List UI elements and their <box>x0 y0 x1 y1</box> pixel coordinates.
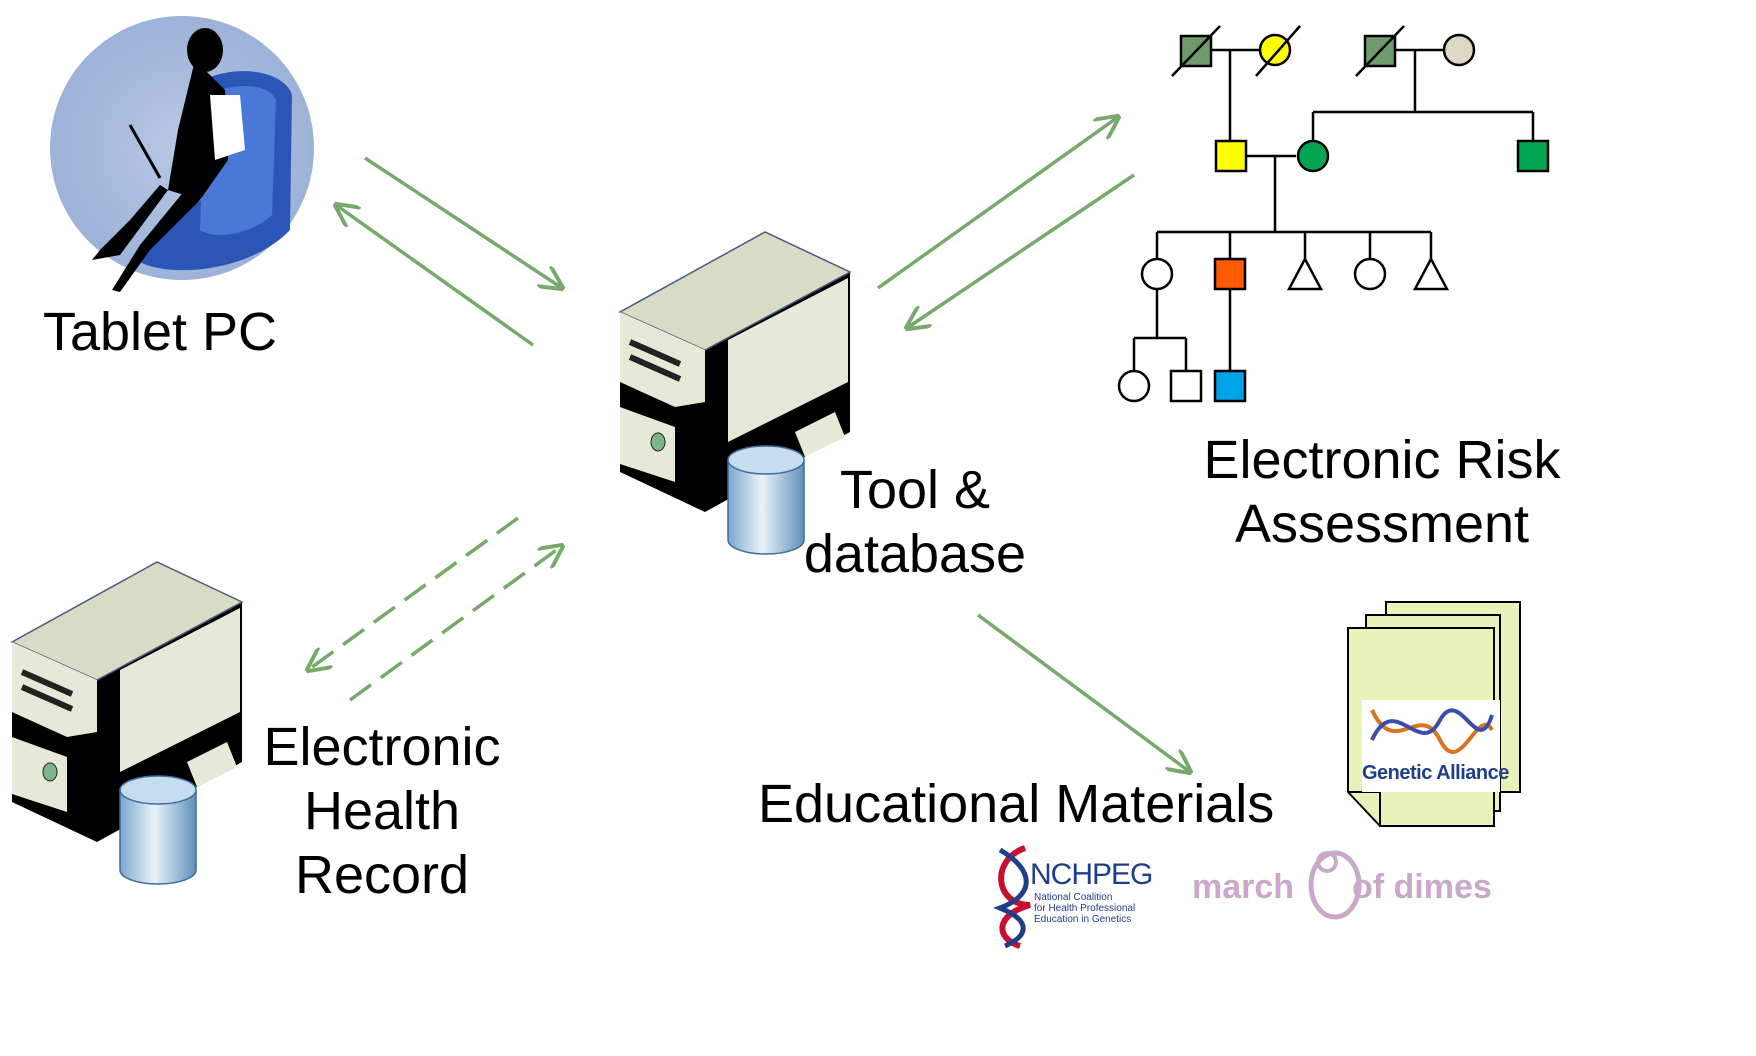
pedigree-chart <box>1117 25 1550 403</box>
ehr-label-line1: Electronic <box>263 717 501 777</box>
ehr-label-line2: Health <box>303 781 461 841</box>
era-label-line1: Electronic Risk <box>1203 430 1561 490</box>
tablet-pc-label: Tablet PC <box>42 302 278 362</box>
nchpeg-sub-line1: National Coalition <box>1034 892 1113 903</box>
arrow-tool-to-ehr <box>308 516 520 670</box>
genetic-alliance-logo-text: Genetic Alliance <box>1362 762 1509 784</box>
nchpeg-logo-subtitle: National Coalition for Health Profession… <box>1034 892 1135 925</box>
arrow-tool-to-education <box>976 613 1190 772</box>
arrow-risk-to-tool <box>907 173 1135 328</box>
nchpeg-logo-title: NCHPEG <box>1030 858 1153 891</box>
march-of-dimes-left-text: march <box>1192 868 1295 906</box>
tool-label-line1: Tool & <box>839 460 991 520</box>
tool-label-line2: database <box>803 524 1027 584</box>
arrow-ehr-to-tool <box>348 546 562 702</box>
ehr-label-line3: Record <box>294 845 470 905</box>
educational-document-stack-icon <box>1347 601 1521 827</box>
ehr-server-icon <box>12 562 242 884</box>
electronic-risk-assessment-label: Electronic Risk Assessment <box>1196 428 1568 556</box>
tool-database-label: Tool & database <box>795 458 1035 586</box>
arrow-tool-to-tablet <box>336 205 535 347</box>
nchpeg-logo <box>993 845 1031 949</box>
march-of-dimes-logo <box>1308 850 1362 920</box>
electronic-health-record-label: Electronic Health Record <box>262 715 502 907</box>
arrow-tablet-to-tool <box>364 156 562 288</box>
era-label-line2: Assessment <box>1234 494 1530 554</box>
nchpeg-sub-line3: Education in Genetics <box>1034 914 1132 925</box>
tablet-user-icon <box>50 16 314 292</box>
educational-materials-label: Educational Materials <box>758 774 1275 834</box>
march-of-dimes-right-text: of dimes <box>1352 868 1492 906</box>
nchpeg-sub-line2: for Health Professional <box>1034 903 1136 914</box>
arrow-tool-to-risk <box>876 117 1118 290</box>
